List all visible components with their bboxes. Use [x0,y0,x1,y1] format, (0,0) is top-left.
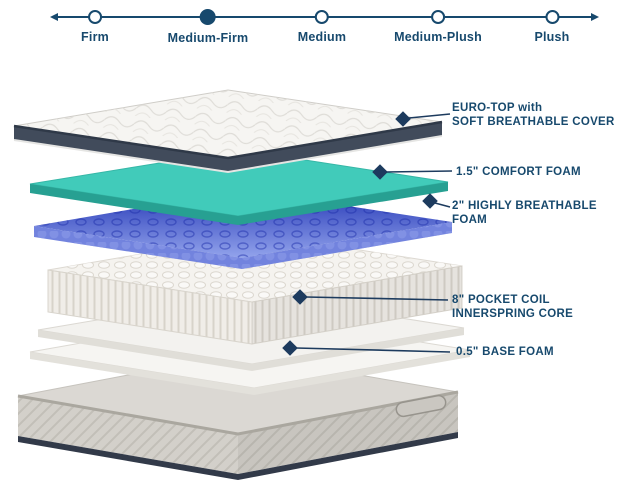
firmness-dot-plush[interactable] [544,10,559,24]
firmness-option-firm[interactable]: Firm [81,0,109,44]
callout-euro-top-line2: SOFT BREATHABLE COVER [452,116,615,128]
firmness-label-medium-firm: Medium-Firm [167,31,249,45]
firmness-option-medium-firm[interactable]: Medium-Firm [168,0,249,45]
layer-pocket-coil [47,233,463,345]
firmness-option-medium-plush[interactable]: Medium-Plush [394,0,482,44]
firmness-dot-medium-firm[interactable] [200,9,216,25]
leader-line-comfort-foam [385,170,453,173]
callout-breathable-foam-line1: 2" HIGHLY BREATHABLE [452,200,597,212]
leader-lines [295,113,453,353]
callout-pocket-coil-line2: INNERSPRING CORE [452,308,574,320]
firmness-dot-firm[interactable] [87,10,102,24]
marker-diamond-breathable-foam [422,193,438,209]
firmness-label-firm: Firm [81,30,109,44]
firmness-label-medium: Medium [297,30,347,44]
callout-euro-top: EURO-TOP with SOFT BREATHABLE COVER [452,101,615,129]
leader-line-breathable-foam [434,202,451,208]
callout-comfort-foam: 1.5" COMFORT FOAM [456,165,581,179]
callout-base-foam: 0.5" BASE FOAM [456,345,554,359]
firmness-scale: Firm Medium-Firm Medium Medium-Plush Plu… [0,0,640,58]
layer-euro-top [13,89,443,174]
callout-euro-top-line1: EURO-TOP with [452,102,543,114]
firmness-option-medium[interactable]: Medium [298,0,346,44]
leader-line-base-foam [295,347,451,353]
callout-breathable-foam: 2" HIGHLY BREATHABLE FOAM [452,199,597,227]
firmness-dot-medium-plush[interactable] [430,10,445,24]
leader-line-euro-top [408,113,451,119]
leader-line-pocket-coil [305,296,449,301]
scale-arrow-left-icon [50,13,58,21]
firmness-dot-medium[interactable] [315,10,329,24]
callout-pocket-coil-line1: 8" POCKET COIL [452,294,550,306]
firmness-label-medium-plush: Medium-Plush [394,30,482,44]
firmness-label-plush: Plush [534,30,570,44]
foundation-handle [395,394,447,418]
callout-base-foam-line1: 0.5" BASE FOAM [456,346,554,358]
callout-pocket-coil: 8" POCKET COIL INNERSPRING CORE [452,293,573,321]
callout-comfort-foam-line1: 1.5" COMFORT FOAM [456,166,581,178]
firmness-option-plush[interactable]: Plush [534,0,569,44]
scale-arrow-right-icon [591,13,599,21]
callout-breathable-foam-line2: FOAM [452,214,488,226]
